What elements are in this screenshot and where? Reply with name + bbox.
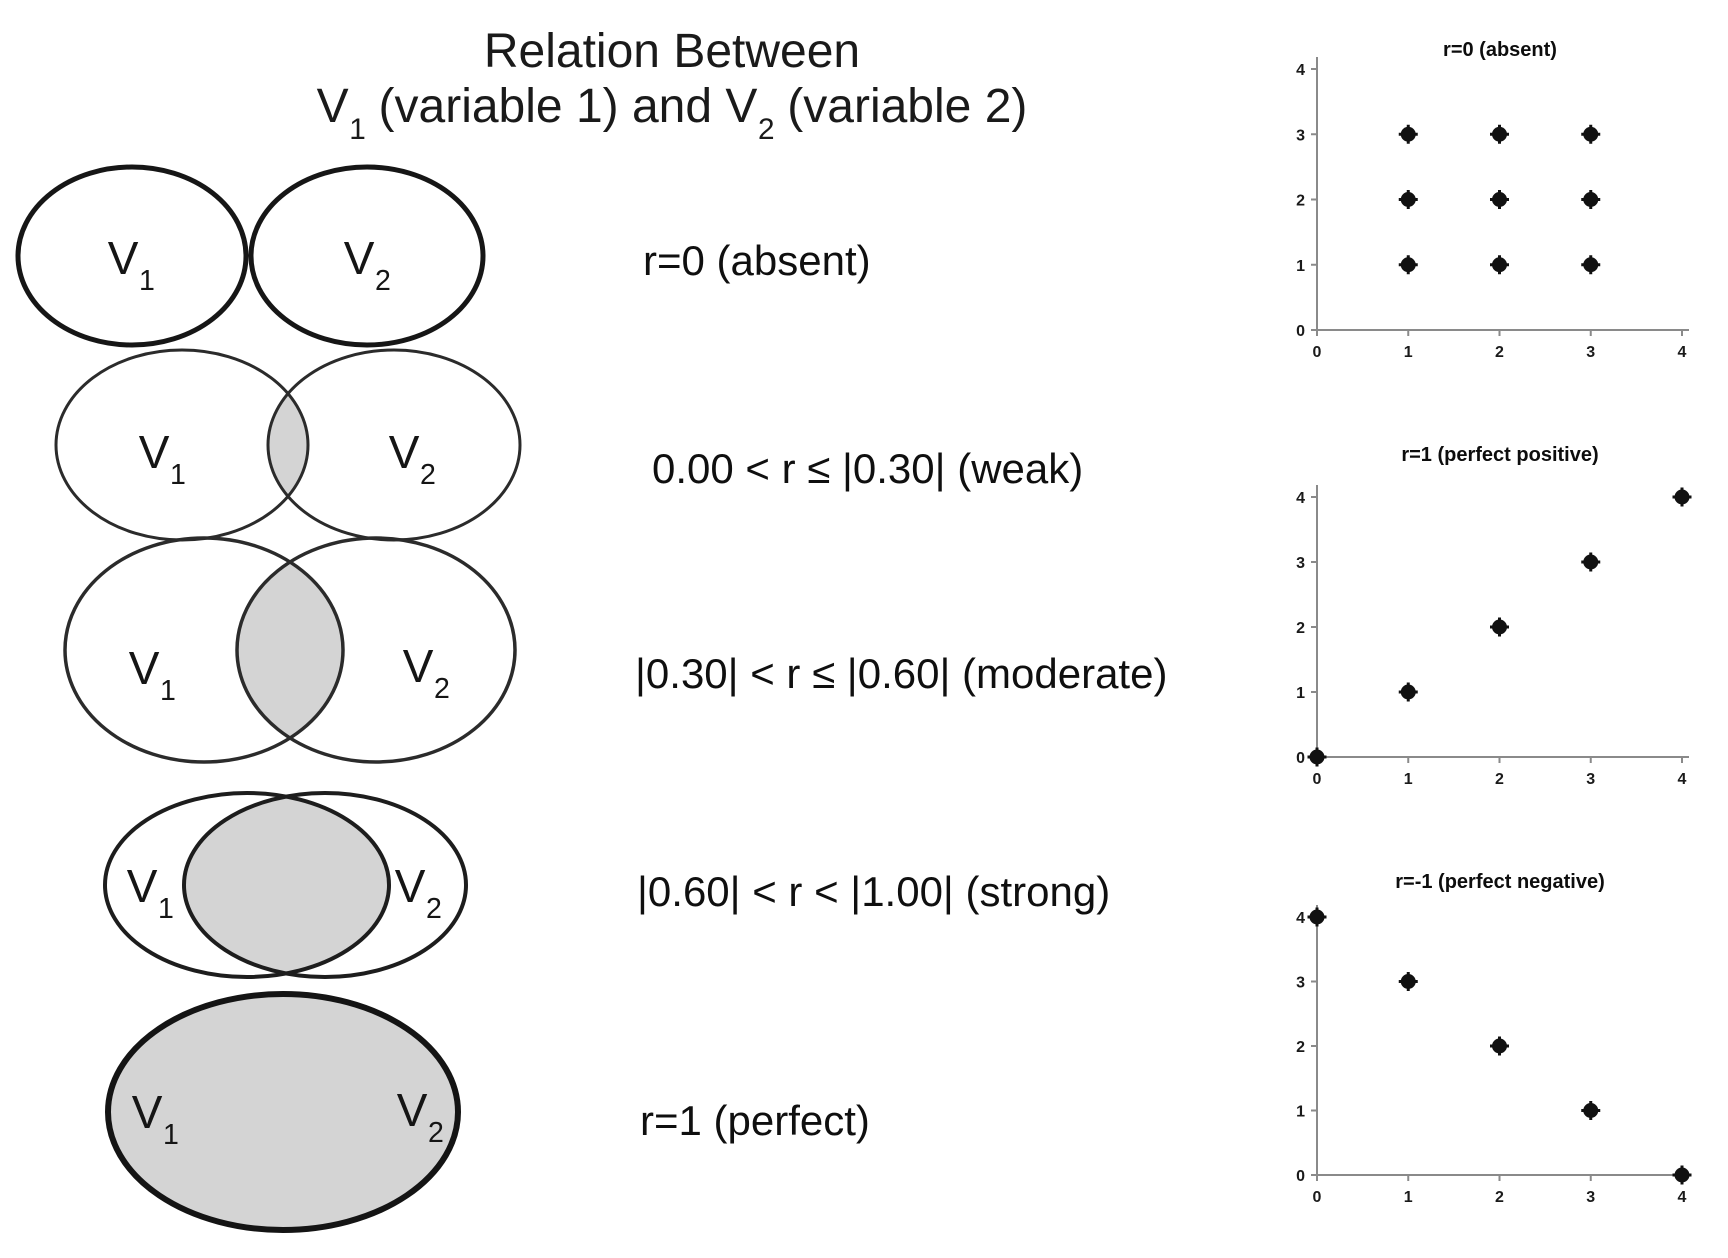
y-tick-label: 0 xyxy=(1296,323,1305,340)
y-tick-label: 2 xyxy=(1296,193,1305,210)
scatter-chart-r0: r=0 (absent) 0 1 2 3 4 0 1 2 3 4 xyxy=(1270,25,1710,370)
data-point xyxy=(1490,617,1509,637)
data-point xyxy=(1398,124,1418,144)
y-tick-label: 1 xyxy=(1296,1104,1305,1121)
scatter-chart-r0-title: r=0 (absent) xyxy=(1443,39,1557,61)
data-point xyxy=(1581,552,1601,572)
relation-label-strong: |0.60| < r < |1.00| (strong) xyxy=(637,868,1111,915)
relation-label-moderate: |0.30| < r ≤ |0.60| (moderate) xyxy=(635,650,1168,697)
data-point xyxy=(1398,972,1418,991)
venn-perfect-ellipse xyxy=(105,991,461,1233)
x-tick-label: 2 xyxy=(1495,344,1504,361)
venn-moderate-overlap xyxy=(237,538,343,762)
scatter-chart-r1-plot: 0 1 2 3 4 0 1 2 3 4 xyxy=(1296,485,1692,788)
venn-absent-label-v2: V2 xyxy=(343,232,391,298)
x-tick-label: 1 xyxy=(1404,344,1413,361)
venn-strong-label-v2: V2 xyxy=(394,860,442,926)
scatter-chart-rneg1-title: r=-1 (perfect negative) xyxy=(1395,871,1605,893)
x-tick-label: 2 xyxy=(1495,1189,1504,1206)
data-point xyxy=(1672,1165,1692,1185)
y-tick-label: 2 xyxy=(1296,620,1305,637)
data-point xyxy=(1490,124,1509,144)
data-point xyxy=(1490,255,1509,275)
data-point xyxy=(1398,190,1418,209)
venn-strong-overlap xyxy=(184,793,389,977)
venn-perfect-label-v2: V2 xyxy=(396,1084,444,1150)
x-tick-label: 4 xyxy=(1678,1189,1687,1206)
venn-moderate-label-v1: V1 xyxy=(128,642,176,708)
x-tick-label: 4 xyxy=(1678,344,1687,361)
page-title: Relation Between V1 (variable 1) and V2 … xyxy=(272,24,1072,147)
title-line-1: Relation Between xyxy=(483,25,861,78)
venn-moderate-ellipse-v1 xyxy=(63,536,345,764)
venn-strong-ellipse-v2 xyxy=(182,791,468,979)
x-tick-label: 0 xyxy=(1313,344,1322,361)
relation-label-perfect: r=1 (perfect) xyxy=(640,1097,870,1144)
y-tick-label: 2 xyxy=(1296,1039,1305,1056)
x-tick-label: 4 xyxy=(1678,771,1687,788)
venn-perfect xyxy=(105,991,461,1233)
data-point xyxy=(1307,907,1327,927)
title-line-2: V1 (variable 1) and V2 (variable 2) xyxy=(316,80,1028,147)
relation-label-weak: 0.00 < r ≤ |0.30| (weak) xyxy=(652,445,1084,492)
x-tick-label: 2 xyxy=(1495,771,1504,788)
y-tick-label: 3 xyxy=(1296,555,1305,572)
venn-weak xyxy=(54,348,522,542)
scatter-chart-r1: r=1 (perfect positive) 0 1 2 3 4 0 1 2 3 4 xyxy=(1270,430,1710,790)
venn-weak-label-v1: V1 xyxy=(138,426,186,492)
y-tick-label: 3 xyxy=(1296,975,1305,992)
x-tick-label: 3 xyxy=(1586,344,1595,361)
venn-perfect-label-v1: V1 xyxy=(131,1086,179,1152)
venn-moderate-label-v2: V2 xyxy=(402,640,450,706)
data-point xyxy=(1307,747,1327,767)
x-tick-label: 0 xyxy=(1313,1189,1322,1206)
relation-label-absent: r=0 (absent) xyxy=(643,237,871,284)
venn-moderate-ellipse-v2 xyxy=(235,536,517,764)
venn-strong xyxy=(103,791,468,979)
y-tick-label: 0 xyxy=(1296,1168,1305,1185)
y-tick-label: 1 xyxy=(1296,258,1305,275)
x-tick-label: 1 xyxy=(1404,771,1413,788)
data-point xyxy=(1581,124,1601,144)
scatter-chart-rneg1: r=-1 (perfect negative) 0 1 2 3 4 0 1 2 3 4 xyxy=(1270,855,1710,1225)
data-point xyxy=(1398,682,1418,702)
y-tick-label: 0 xyxy=(1296,750,1305,767)
y-tick-label: 3 xyxy=(1296,127,1305,144)
data-point xyxy=(1672,487,1692,507)
scatter-chart-r1-title: r=1 (perfect positive) xyxy=(1401,444,1599,466)
data-point xyxy=(1490,1036,1509,1056)
venn-absent-ellipse-v2 xyxy=(248,164,486,348)
scatter-chart-rneg1-plot: 0 1 2 3 4 0 1 2 3 4 xyxy=(1296,905,1692,1206)
y-tick-label: 4 xyxy=(1296,910,1305,927)
data-point xyxy=(1581,1101,1601,1120)
venn-absent xyxy=(15,164,486,348)
data-point xyxy=(1581,255,1601,275)
x-tick-label: 3 xyxy=(1586,1189,1595,1206)
x-tick-label: 1 xyxy=(1404,1189,1413,1206)
scatter-chart-r0-plot: 0 1 2 3 4 0 1 2 3 4 xyxy=(1296,57,1689,361)
venn-strong-ellipse-v1 xyxy=(103,791,391,979)
venn-weak-label-v2: V2 xyxy=(388,426,436,492)
y-tick-label: 4 xyxy=(1296,490,1305,507)
data-point xyxy=(1398,255,1418,275)
venn-absent-ellipse-v1 xyxy=(15,164,249,348)
y-tick-label: 1 xyxy=(1296,685,1305,702)
data-point xyxy=(1581,190,1601,209)
venn-absent-label-v1: V1 xyxy=(107,232,155,298)
y-tick-label: 4 xyxy=(1296,62,1305,79)
data-point xyxy=(1490,190,1509,209)
venn-diagrams xyxy=(15,164,522,1233)
x-tick-label: 3 xyxy=(1586,771,1595,788)
venn-strong-label-v1: V1 xyxy=(126,860,174,926)
x-tick-label: 0 xyxy=(1313,771,1322,788)
venn-moderate xyxy=(63,536,517,764)
